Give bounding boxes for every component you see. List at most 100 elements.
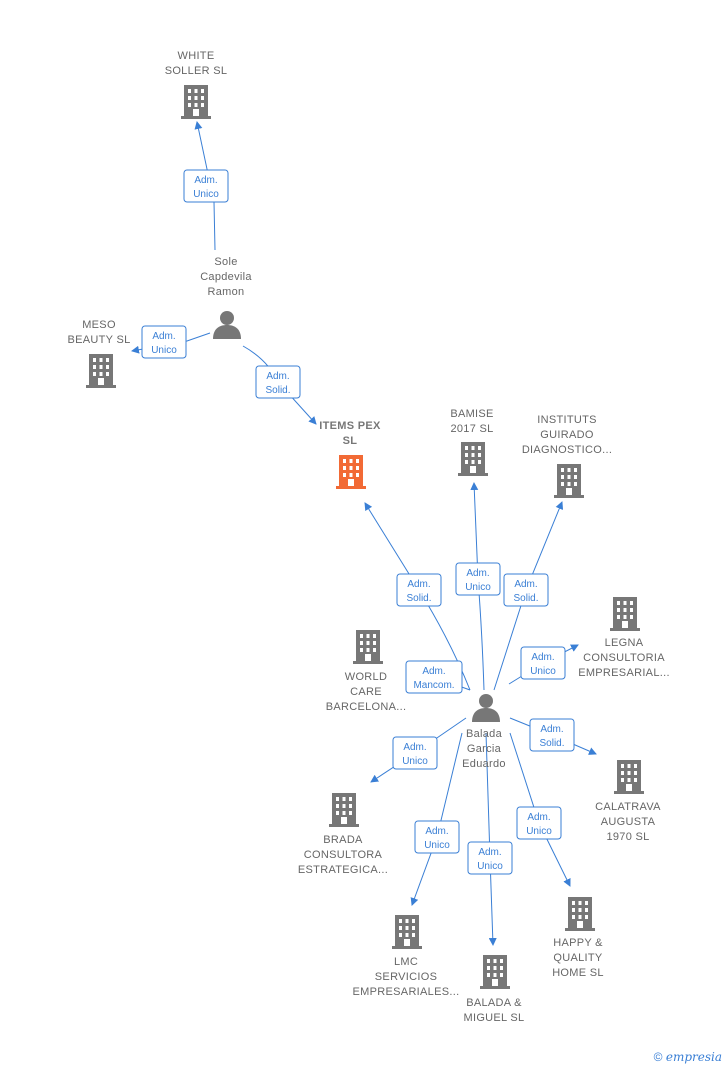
edge-label-text: Adm.	[514, 579, 537, 590]
edge-label-box[interactable]	[414, 820, 460, 854]
node-label-line: ITEMS PEX	[319, 420, 381, 432]
node-label-line: ESTRATEGICA...	[298, 864, 388, 876]
building-icon	[554, 464, 584, 498]
node-label-line: Ramon	[208, 286, 245, 298]
node-label-line: QUALITY	[553, 952, 603, 964]
edge-label-text: Adm.	[407, 579, 430, 590]
edge-label-text: Solid.	[406, 593, 431, 604]
node-label-line: BEAUTY SL	[67, 334, 130, 346]
edge-label-text: Adm.	[478, 847, 501, 858]
edge-sole-to-white_soller: Adm. Unico	[183, 121, 229, 251]
nodes-layer: WHITE SOLLER SL SoleCapdevilaRamonMESOBEAU…	[67, 50, 669, 1024]
node-label-line: BRADA	[323, 834, 363, 846]
edge-label-text: Unico	[530, 666, 556, 677]
node-label-line: Capdevila	[200, 271, 252, 283]
edge-sole-to-items_pex: Adm.Solid.	[242, 345, 317, 425]
node-label-line: LMC	[394, 956, 418, 968]
brand-footer: © empresia	[654, 1050, 722, 1064]
edge-label-text: Mancom.	[413, 680, 454, 691]
node-white_soller[interactable]: WHITE SOLLER SL	[165, 50, 228, 119]
node-lmc[interactable]: LMC SERVICIOS EMPRESARIALES...	[353, 915, 460, 998]
building-icon	[565, 897, 595, 931]
edge-balada-to-balada_miguel: Adm.Unico	[467, 732, 513, 946]
building-icon	[86, 354, 116, 388]
node-legna[interactable]: LEGNACONSULTORIAEMPRESARIAL...	[578, 597, 670, 679]
node-happy[interactable]: HAPPY & QUALITY HOME SL	[552, 897, 604, 979]
node-label-line: SERVICIOS	[375, 971, 437, 983]
node-label-line: BAMISE	[450, 408, 493, 420]
edge-label-text: Unico	[465, 582, 491, 593]
node-label-line: EMPRESARIAL...	[578, 667, 670, 679]
building-icon	[392, 915, 422, 949]
node-label-line: CONSULTORA	[304, 849, 383, 861]
node-label-line: Eduardo	[462, 758, 506, 770]
node-label-line: Balada	[466, 728, 503, 740]
edge-label-box[interactable]	[520, 646, 566, 680]
edge-balada-to-calatrava: Adm.Solid.	[509, 717, 597, 755]
edge-label-text: Adm.	[152, 331, 175, 342]
node-label-line: CARE	[350, 686, 382, 698]
edge-label-box[interactable]	[396, 573, 442, 607]
edge-balada-to-happy: Adm. Unico	[509, 732, 571, 887]
copyright-icon: ©	[653, 1050, 663, 1064]
edge-label-text: Solid.	[539, 738, 564, 749]
node-balada_miguel[interactable]: BALADA &MIGUEL SL	[464, 955, 525, 1024]
node-label-line: HAPPY &	[553, 937, 603, 949]
node-label-line: Sole	[214, 256, 237, 268]
node-label-line: CALATRAVA	[595, 801, 661, 813]
edge-label-text: Unico	[526, 826, 552, 837]
node-label-line: EMPRESARIALES...	[353, 986, 460, 998]
node-label-line: 1970 SL	[606, 831, 649, 843]
node-calatrava[interactable]: CALATRAVA AUGUSTA 1970 SL	[595, 760, 661, 843]
node-label-line: SOLLER SL	[165, 65, 228, 77]
edge-label-text: Adm.	[422, 666, 445, 677]
edge-label-box[interactable]	[255, 365, 301, 399]
node-label-line: Garcia	[467, 743, 502, 755]
edge-label-box[interactable]	[516, 806, 562, 840]
person-icon	[213, 311, 241, 339]
edge-balada-to-brada: Adm.Unico	[370, 717, 467, 783]
edge-label-box[interactable]	[455, 562, 501, 596]
edge-label-box[interactable]	[141, 325, 187, 359]
edge-sole-to-meso: Adm.Unico	[131, 325, 211, 359]
edge-label-text: Unico	[193, 189, 219, 200]
edge-balada-to-lmc: Adm.Unico	[410, 732, 463, 906]
edge-label-box[interactable]	[183, 169, 229, 203]
edge-label-text: Adm.	[527, 812, 550, 823]
building-icon	[336, 455, 366, 489]
node-bamise[interactable]: BAMISE 2017 SL	[450, 408, 493, 476]
edge-label-box[interactable]	[392, 736, 438, 770]
edge-label-box[interactable]	[529, 718, 575, 752]
node-label-line: WORLD	[345, 671, 387, 683]
node-label-line: WHITE	[178, 50, 215, 62]
node-label-line: BALADA &	[466, 997, 522, 1009]
building-icon	[329, 793, 359, 827]
node-label-line: 2017 SL	[450, 423, 493, 435]
node-world_care[interactable]: WORLD CARE BARCELONA...	[326, 630, 407, 713]
node-instituts[interactable]: INSTITUTSGUIRADODIAGNOSTICO...	[522, 414, 612, 498]
node-brada[interactable]: BRADA CONSULTORA ESTRATEGICA...	[298, 793, 388, 876]
edge-label-text: Adm.	[194, 175, 217, 186]
node-label-line: BARCELONA...	[326, 701, 407, 713]
empresia-logo[interactable]: empresia	[665, 1050, 722, 1064]
node-label-line: AUGUSTA	[601, 816, 656, 828]
building-icon	[458, 442, 488, 476]
edge-label-box[interactable]	[467, 841, 513, 875]
building-icon	[480, 955, 510, 989]
edge-balada-to-bamise: Adm.Unico	[455, 482, 501, 691]
edge-label-text: Solid.	[513, 593, 538, 604]
edge-label-box[interactable]	[405, 660, 463, 694]
edge-label-text: Adm.	[266, 371, 289, 382]
edge-balada-to-world_care: Adm. Mancom.	[405, 660, 471, 694]
edge-balada-to-items_pex: Adm. Solid.	[364, 502, 471, 691]
edge-label-text: Adm.	[403, 742, 426, 753]
node-label-line: HOME SL	[552, 967, 604, 979]
edge-label-text: Adm.	[425, 826, 448, 837]
building-icon	[610, 597, 640, 631]
edge-label-box[interactable]	[503, 573, 549, 607]
